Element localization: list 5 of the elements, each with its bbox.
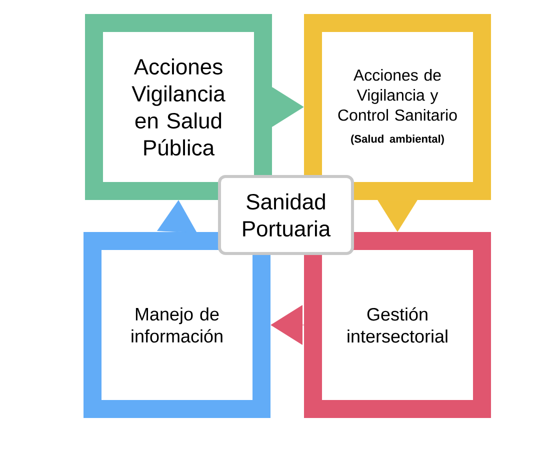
center-box: Sanidad Portuaria (218, 174, 354, 255)
pointer-arrow (157, 200, 197, 233)
pointer-arrow (270, 305, 304, 345)
pointer-arrow (272, 87, 304, 127)
pointer-arrow (378, 200, 418, 232)
